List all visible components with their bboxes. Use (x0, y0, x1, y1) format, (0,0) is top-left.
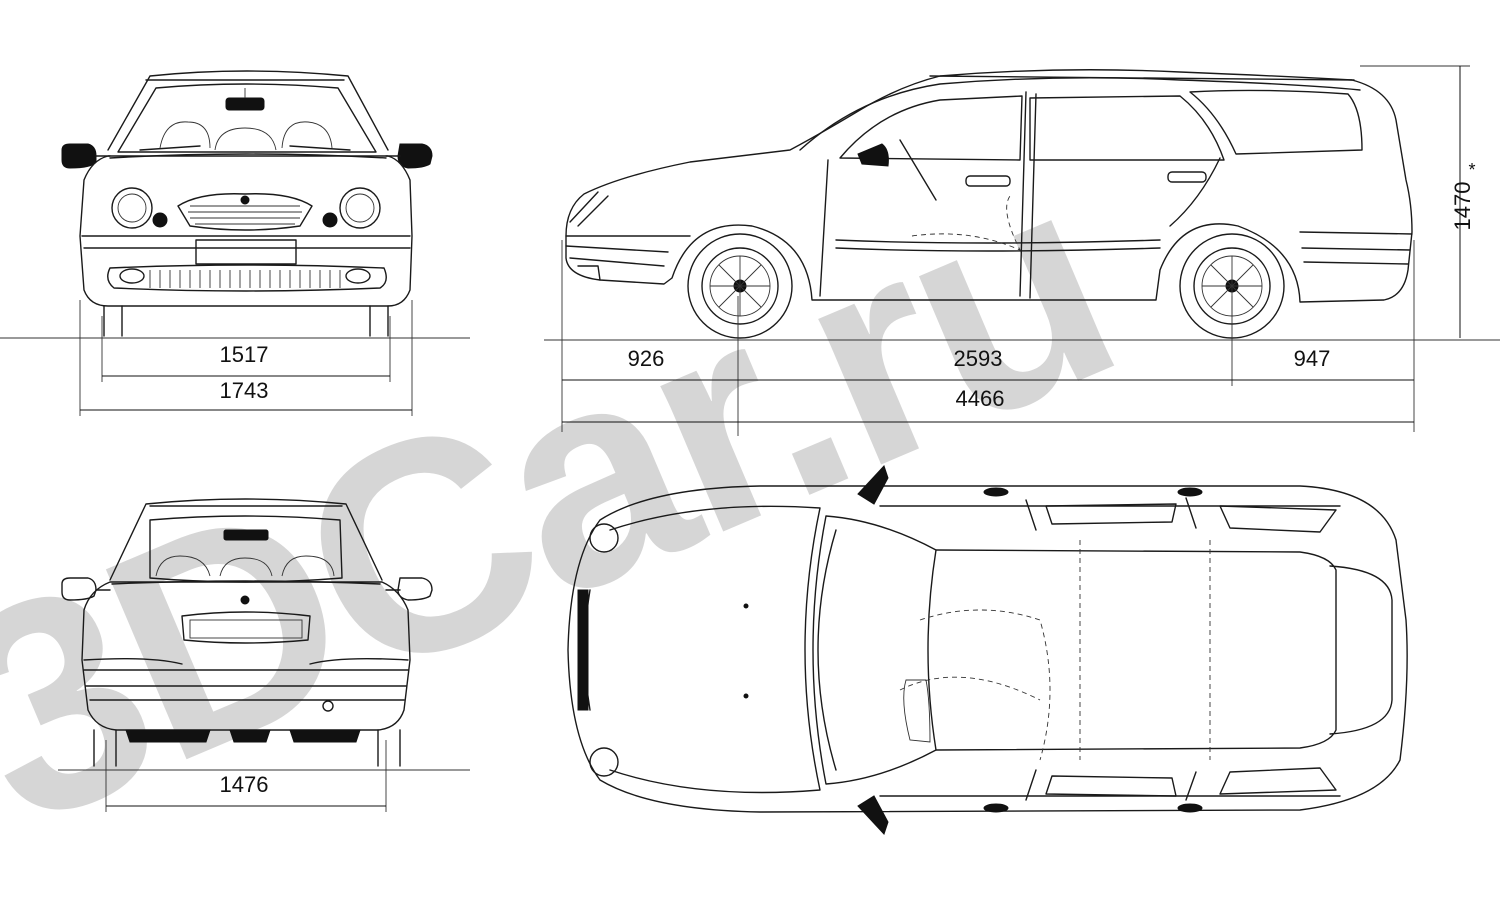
front-track-label: 1517 (220, 342, 269, 367)
overall-width-label: 1743 (220, 378, 269, 403)
rear-overhang-label: 947 (1294, 346, 1331, 371)
overall-length-label: 4466 (956, 386, 1005, 411)
watermark: 3DCar.ru (0, 110, 1152, 889)
height-label: 1470 (1450, 182, 1475, 231)
side-view (544, 65, 1500, 436)
rearview-mirror-shape (225, 97, 265, 111)
height-asterisk: * (1468, 160, 1475, 180)
watermark-text: 3DCar.ru (0, 110, 1152, 889)
front-overhang-label: 926 (628, 346, 665, 371)
right-mirror-shape (397, 143, 433, 169)
left-mirror-shape (61, 143, 97, 169)
rear-track-label: 1476 (220, 772, 269, 797)
front-view (0, 70, 470, 416)
wheelbase-label: 2593 (954, 346, 1003, 371)
rear-view (58, 498, 470, 812)
front-wheel (687, 233, 793, 339)
top-view (567, 465, 1408, 835)
